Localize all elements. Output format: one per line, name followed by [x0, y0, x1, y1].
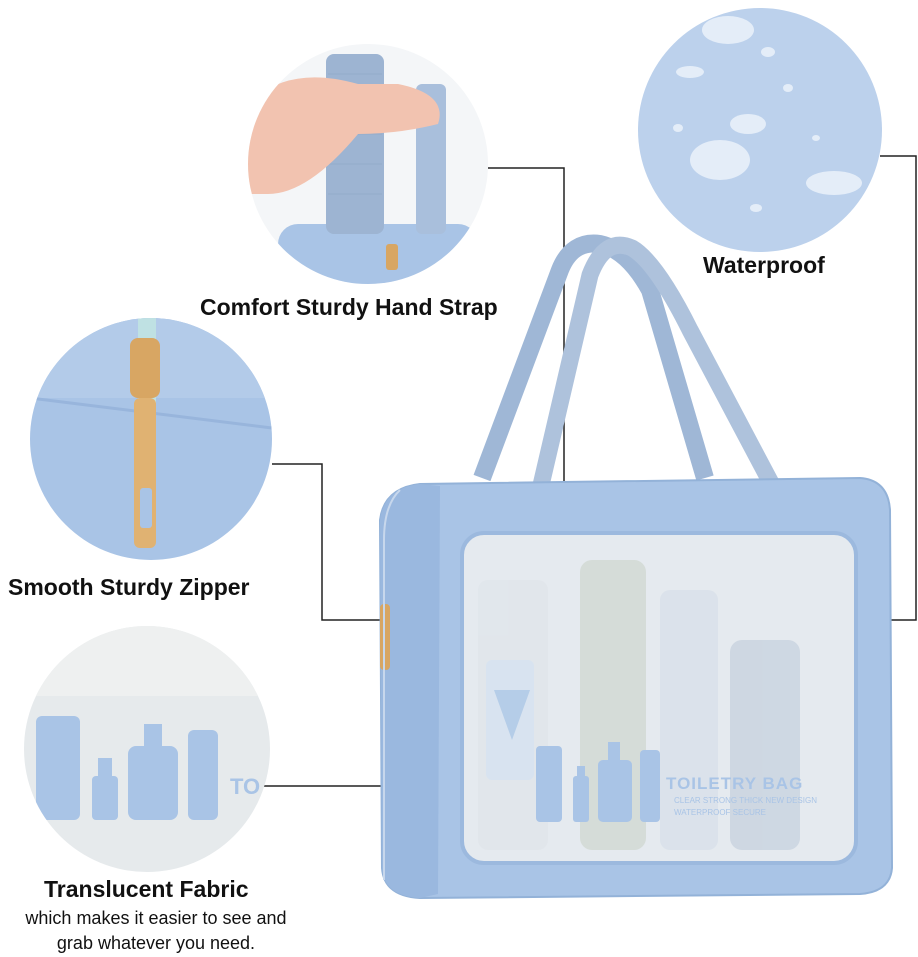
- bag-print-line2: WATERPROOF SECURE: [674, 808, 767, 817]
- bottle-icons-print: [536, 742, 660, 822]
- translucent-description-line2: grab whatever you need.: [56, 933, 256, 953]
- waterproof-label: Waterproof: [703, 252, 825, 278]
- bag-handle-left: [473, 234, 714, 482]
- bag-zipper-track: [383, 489, 401, 880]
- zipper-leader-line: [272, 463, 386, 621]
- bag-side-panel: [380, 484, 440, 898]
- water-droplets-photo: [638, 8, 882, 252]
- bottles-inside: [478, 560, 800, 850]
- bag-print-line1: CLEAR STRONG THICK NEW DESIGN: [674, 796, 817, 805]
- translucent-fabric-photo: TO: [24, 626, 270, 872]
- zipper-label: Smooth Sturdy Zipper: [8, 574, 250, 600]
- translucent-print-fragment: TO: [230, 774, 261, 799]
- hand-strap-photo: [248, 44, 488, 284]
- translucent-description-line1: which makes it easier to see and: [25, 908, 287, 928]
- bag-print-title: TOILETRY BAG: [666, 774, 804, 793]
- bag-handle-right: [529, 236, 788, 504]
- hand-strap-label: Comfort Sturdy Hand Strap: [200, 294, 498, 320]
- zipper-photo: [30, 318, 272, 560]
- translucent-label: Translucent Fabric: [44, 876, 249, 902]
